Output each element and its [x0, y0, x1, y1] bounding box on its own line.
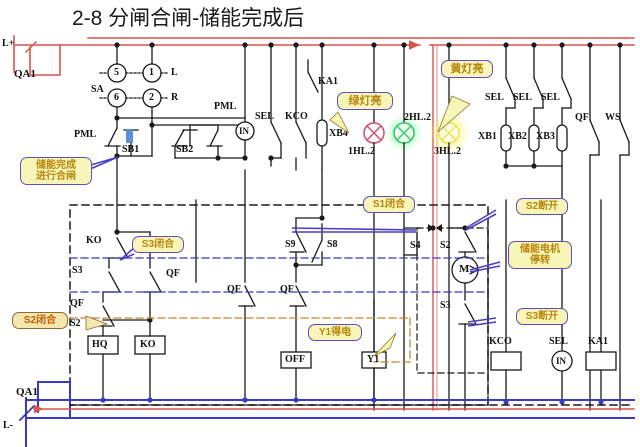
label-xb4: XB4 [329, 128, 348, 139]
label-sel-coil: SEL [549, 336, 568, 347]
ka1-coil-bottom [585, 199, 617, 403]
kco-contact-top [295, 44, 307, 171]
label-sel-r3: SEL [541, 92, 560, 103]
label-ko-coil: KO [140, 339, 156, 350]
callout-yellow-lamp-on: 黄灯亮 [441, 60, 493, 79]
label-l-plus: L+ [2, 38, 15, 49]
off-box [280, 351, 312, 369]
label-s3: S3 [72, 265, 83, 276]
kco-coil-bottom [490, 199, 522, 403]
label-qf-d: QF [280, 284, 294, 295]
label-qa1-bottom: QA1 [16, 386, 38, 398]
label-in-coil2: IN [556, 356, 567, 366]
label-pml-right: PML [214, 101, 237, 112]
label-sb2: SB2 [176, 144, 194, 155]
callout-s3-open: S3断开 [516, 308, 568, 326]
label-hq: HQ [92, 339, 108, 350]
label-sa-contact-5: 5 [114, 67, 119, 78]
label-s4: S4 [410, 240, 421, 251]
pushbutton-sb2 [171, 124, 246, 159]
label-l-minus: L- [3, 420, 13, 431]
label-s9: S9 [285, 239, 296, 250]
label-qa1-top: QA1 [14, 68, 36, 80]
label-motor: M [459, 263, 470, 275]
label-qf-right: QF [575, 112, 589, 123]
label-off: OFF [285, 354, 305, 365]
label-sa-contact-1: 1 [149, 67, 154, 78]
group-dashed-main [69, 204, 489, 406]
label-qf-a: QF [70, 298, 84, 309]
qf-contact-mid [238, 169, 256, 401]
callout-y1-energized: Y1得电 [308, 324, 362, 342]
label-lamp-1hl2: 1HL.2 [348, 146, 375, 157]
callout-motor-stop: 储能电机停转 [508, 241, 572, 270]
label-ws-right: WS [605, 112, 621, 123]
label-sa-contact-2: 2 [149, 92, 154, 103]
label-sa-pos-r: R [171, 92, 179, 103]
label-ka1-coil: KA1 [588, 336, 608, 347]
in-coil-top [235, 44, 255, 159]
ko-s3-qf-s2-branch [96, 199, 129, 337]
sel-contact-r3 [556, 44, 572, 167]
label-sb1: SB1 [122, 144, 140, 155]
ka1-contact-top [307, 59, 319, 93]
label-sa-contact-6: 6 [114, 92, 119, 103]
label-kco-coil: KCO [489, 336, 512, 347]
label-sel-r2: SEL [513, 92, 532, 103]
ko-coil-branch [102, 231, 166, 401]
label-sel-r1: SEL [485, 92, 504, 103]
label-sel-top: SEL [255, 111, 274, 122]
label-pml-left: PML [74, 129, 97, 140]
label-ko-top: KO [86, 235, 102, 246]
label-kco-top: KCO [285, 111, 308, 122]
label-ka1-top: KA1 [318, 76, 338, 87]
label-s3-right: S3 [440, 300, 451, 311]
label-xb3: XB3 [536, 131, 555, 142]
label-lamp-2hl2: 2HL.2 [404, 112, 431, 123]
y1-box [361, 299, 387, 401]
label-xb1: XB1 [478, 131, 497, 142]
callout-s1-closed: S1闭合 [363, 196, 415, 214]
label-y1: Y1 [367, 354, 380, 365]
callout-s2-open: S2断开 [516, 198, 568, 216]
xb4-terminal [316, 44, 328, 171]
lamp-2hl2 [393, 44, 415, 411]
label-qf-c: QF [227, 284, 241, 295]
ws-contact-right [619, 44, 630, 411]
callout-charge-done: 储能完成进行合闸 [20, 157, 92, 186]
selector-switch-sa [99, 44, 246, 126]
label-in-top: IN [239, 126, 250, 136]
hq-coil [87, 335, 119, 401]
s2-motor-branch [448, 225, 479, 411]
s9-s8-branch [289, 169, 325, 401]
sel-contact-r2 [528, 44, 544, 167]
sel-contact-r1 [500, 44, 516, 167]
negative-rail [25, 381, 635, 447]
sel-in-coil-bottom [551, 199, 573, 403]
callout-green-lamp-on: 绿灯亮 [337, 92, 393, 111]
label-s2-left: S2 [70, 318, 81, 329]
callout-s2-closed: S2闭合 [12, 312, 68, 330]
label-s8: S8 [327, 239, 338, 250]
label-qf-b: QF [166, 268, 180, 279]
callout-s3-closed: S3闭合 [132, 236, 184, 254]
sel-contact-top [270, 44, 282, 167]
label-s2-right: S2 [440, 240, 451, 251]
label-sa: SA [91, 84, 104, 95]
label-sa-pos-l: L [171, 67, 178, 78]
positive-rail [13, 35, 635, 76]
page-title: 2-8 分闸合闸-储能完成后 [72, 7, 305, 30]
label-lamp-3hl2: 3HL.2 [434, 146, 461, 157]
label-xb2: XB2 [508, 131, 527, 142]
